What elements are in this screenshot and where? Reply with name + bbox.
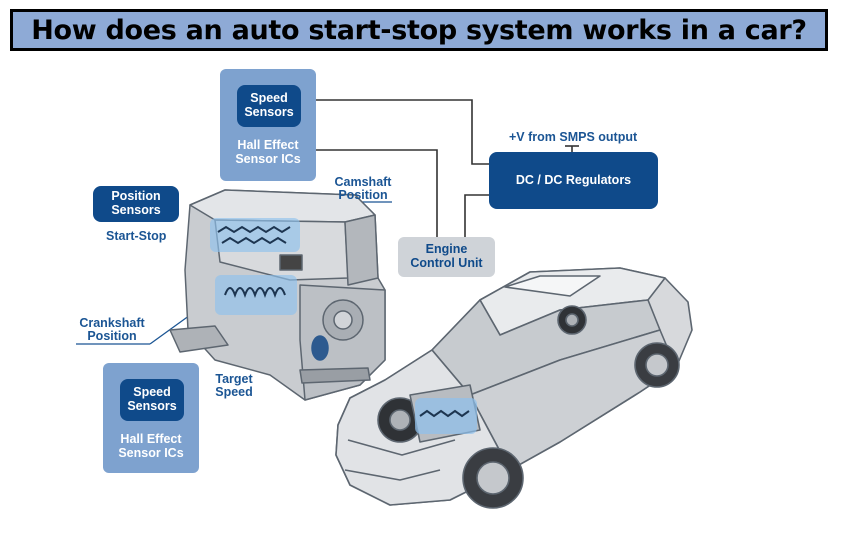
car-engine-highlight [415, 398, 477, 434]
dcdc-regulators-box: DC / DC Regulators [489, 152, 658, 209]
top-speed-sensors-label: Speed Sensors [244, 91, 294, 119]
page-title: How does an auto start-stop system works… [31, 14, 807, 46]
position-sensors-label: Position Sensors [111, 189, 161, 217]
bottom-sensor-group: Speed Sensors Hall Effect Sensor ICs [103, 363, 199, 473]
connector-speed-sensor-to-ecu [315, 149, 438, 238]
camshaft-position-label: Camshaft Position [334, 175, 392, 203]
start-stop-label: Start-Stop [106, 229, 167, 243]
top-hall-effect-label: Hall Effect Sensor ICs [235, 138, 301, 166]
target-speed-label: Target Speed [215, 372, 253, 400]
bottom-speed-sensors-box: Speed Sensors [120, 379, 184, 421]
engine-control-unit-label: Engine Control Unit [410, 242, 483, 270]
top-sensor-group: Speed Sensors Hall Effect Sensor ICs [220, 69, 316, 181]
connector-ecu-to-dcdc [464, 194, 490, 238]
dcdc-regulators-label: DC / DC Regulators [515, 172, 632, 187]
bottom-hall-effect-label: Hall Effect Sensor ICs [118, 432, 184, 460]
car-illustration [335, 267, 693, 509]
engine-highlights [210, 218, 300, 315]
crankshaft-position-label: Crankshaft Position [79, 316, 145, 344]
bottom-speed-sensors-label: Speed Sensors [127, 385, 177, 413]
connector-speed-sensor-to-dcdc [315, 99, 490, 165]
engine-control-unit-box: Engine Control Unit [398, 237, 495, 277]
title-banner: How does an auto start-stop system works… [10, 9, 828, 51]
top-speed-sensors-box: Speed Sensors [237, 85, 301, 127]
position-sensors-box: Position Sensors [93, 186, 179, 222]
smps-output-label: +V from SMPS output [509, 130, 638, 144]
connector-lines [315, 99, 579, 238]
